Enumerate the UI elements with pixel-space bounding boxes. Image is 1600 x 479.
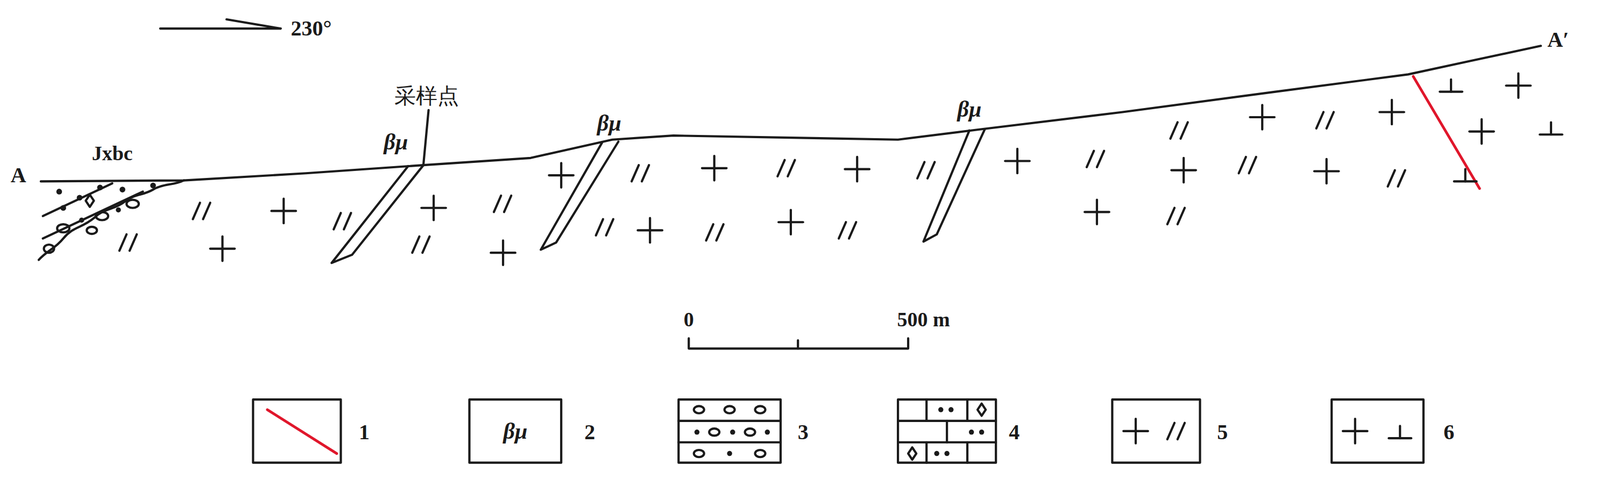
dyke-label: βμ (595, 111, 624, 135)
legend-number: 4 (1008, 421, 1020, 444)
legend-number: 1 (358, 421, 370, 444)
stratum-label: Jxbc (89, 143, 136, 164)
legend-number: 3 (797, 421, 809, 444)
legend-samples (252, 399, 1423, 464)
sedimentary-wedge (38, 180, 184, 261)
legend-number: 6 (1443, 421, 1455, 444)
direction-arrow (160, 19, 281, 29)
section-end-label: A (10, 164, 27, 187)
granite-symbols (119, 73, 1563, 444)
direction-label: 230° (290, 17, 332, 40)
scale-label: 0 (683, 309, 695, 330)
legend-number: 5 (1216, 421, 1228, 444)
scale-bar (688, 338, 909, 349)
scale-label: 500 m (896, 309, 950, 330)
sample-leader (423, 110, 429, 165)
dyke-label: βμ (381, 130, 410, 154)
section-end-label: A′ (1547, 29, 1569, 51)
dyke-label: βμ (954, 97, 984, 121)
diabase-dyke (331, 129, 985, 264)
ground-surface (40, 45, 1541, 182)
legend-sample-text: βμ (503, 420, 528, 443)
sample-label: 采样点 (392, 85, 462, 107)
legend-number: 2 (584, 421, 596, 444)
